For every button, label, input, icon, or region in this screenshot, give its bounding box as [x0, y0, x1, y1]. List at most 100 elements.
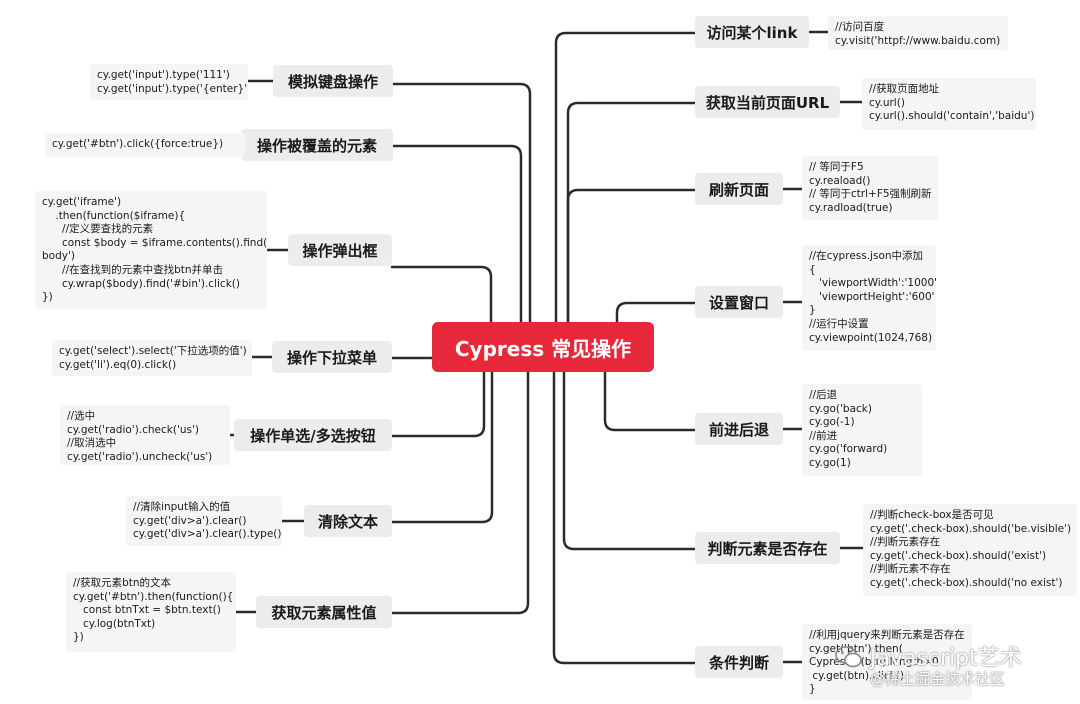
left-branch-1[interactable]: 模拟键盘操作 — [273, 65, 393, 97]
left-branch-2[interactable]: 操作被覆盖的元素 — [241, 129, 393, 161]
right-note-6-line-2: cy.get('.check-box).should('be.visible') — [870, 522, 1072, 535]
watermark-title: Javascript艺术 — [870, 646, 1022, 671]
right-note-4: //在cypress.json中添加{ 'viewportWidth':'100… — [802, 245, 936, 351]
right-note-5-line-6: cy.go(1) — [809, 456, 851, 469]
right-branch-2[interactable]: 获取当前页面URL — [695, 86, 840, 118]
left-branch-3[interactable]: 操作弹出框 — [288, 234, 392, 266]
right-note-7-line-4: cy.get(btn).click() — [809, 669, 905, 682]
left-note-7-line-5: }) — [73, 631, 84, 644]
right-note-2-line-1: //获取页面地址 — [869, 83, 940, 95]
right-note-7-line-3: Cypress.$(btn).length>0 — [809, 656, 939, 669]
right-note-5-line-1: //后退 — [809, 389, 838, 401]
left-note-7-line-4: cy.log(btnTxt) — [73, 617, 156, 630]
left-note-5-line-3: //取消选中 — [67, 437, 117, 450]
left-note-7-line-3: const btnTxt = $btn.text() — [73, 604, 221, 617]
right-note-1-line-2: cy.visit('httpf://www.baidu.com) — [835, 34, 1001, 47]
watermark: Javascript艺术 @稀土掘金技术社区 — [832, 636, 1072, 696]
right-note-4-line-5: } — [809, 304, 816, 317]
right-branch-4[interactable]: 设置窗口 — [695, 286, 783, 318]
right-note-5-line-2: cy.go('back) — [809, 402, 872, 415]
right-note-4-line-4: 'viewportHeight':'600' — [809, 290, 935, 303]
right-note-4-line-7: cy.viewpoint(1024,768) — [809, 331, 933, 344]
left-note-6-line-2: cy.get('div>a').clear() — [133, 514, 247, 527]
right-connector-5 — [603, 345, 697, 432]
right-note-6-line-1: //判断check-box是否可见 — [870, 509, 994, 521]
central-topic[interactable]: Cypress 常见操作 — [432, 322, 654, 372]
right-note-7-line-1: //利用jquery来判断元素是否存在 — [809, 629, 965, 641]
watermark-subtitle: @稀土掘金技术社区 — [870, 670, 1006, 688]
left-note-4-line-2: cy.get('li').eq(0).click() — [59, 358, 177, 371]
left-connector-7 — [390, 345, 530, 615]
right-note-4-line-1: //在cypress.json中添加 — [809, 250, 924, 262]
right-branch-5[interactable]: 前进后退 — [695, 413, 783, 445]
left-note-3-line-1: cy.get('iframe') — [42, 196, 122, 208]
left-note-5-line-1: //选中 — [67, 410, 96, 422]
left-branch-6[interactable]: 清除文本 — [304, 505, 392, 537]
left-note-3-line-2: .then(function($iframe){ — [42, 209, 186, 222]
left-note-1-line-1: cy.get('input').type('111') — [97, 69, 230, 81]
left-note-3-line-5: body') — [42, 250, 75, 263]
right-branch-6[interactable]: 判断元素是否存在 — [695, 532, 840, 564]
right-note-4-line-3: 'viewportWidth':'1000', — [809, 277, 936, 290]
right-connector-3 — [566, 188, 697, 349]
right-connector-1 — [554, 31, 697, 349]
left-note-2-line-1: cy.get('#btn').click({force:true}) — [52, 138, 224, 150]
left-note-1: cy.get('input').type('111')cy.get('input… — [90, 64, 248, 100]
left-connector-5 — [390, 345, 486, 438]
left-connector-2 — [391, 144, 523, 349]
right-note-7-line-5: } — [809, 683, 816, 696]
left-branch-5[interactable]: 操作单选/多选按钮 — [234, 419, 392, 451]
right-branch-1[interactable]: 访问某个link — [695, 16, 809, 48]
left-connector-6 — [390, 345, 494, 524]
left-note-4: cy.get('select').select('下拉选项的值')cy.get(… — [52, 340, 252, 376]
right-connector-7 — [552, 345, 697, 665]
left-note-7-line-2: cy.get('#btn').then(function(){ — [73, 590, 234, 603]
right-note-5-line-5: cy.go('forward) — [809, 443, 888, 456]
left-note-3: cy.get('iframe') .then(function($iframe)… — [35, 191, 267, 309]
left-note-5-line-4: cy.get('radio').uncheck('us') — [67, 450, 213, 463]
right-note-1-line-1: //访问百度 — [835, 21, 885, 33]
left-note-6-line-3: cy.get('div>a').clear().type() — [133, 528, 282, 541]
right-note-7-line-2: cy.get('btn').then( — [809, 642, 903, 655]
left-note-1-line-2: cy.get('input').type('{enter}') — [97, 82, 248, 95]
right-note-6-line-6: cy.get('.check-box).should('no exist') — [870, 576, 1063, 589]
left-branch-4[interactable]: 操作下拉菜单 — [272, 341, 392, 373]
right-connector-2 — [566, 101, 697, 349]
right-note-5-line-3: cy.go(-1) — [809, 416, 855, 429]
left-connector-1 — [391, 82, 532, 349]
left-connector-3 — [390, 265, 493, 349]
wechat-icon — [835, 646, 862, 668]
left-note-3-line-8: }) — [42, 291, 53, 304]
right-note-3-line-2: cy.reaload() — [809, 174, 871, 187]
left-note-3-line-7: cy.wrap($body).find('#bin').click() — [42, 277, 240, 290]
left-branch-7[interactable]: 获取元素属性值 — [256, 596, 392, 628]
right-note-3-line-1: // 等同于F5 — [809, 161, 864, 173]
left-note-5-line-2: cy.get('radio').check('us') — [67, 423, 199, 436]
left-note-6-line-1: //清除input输入的值 — [133, 501, 231, 513]
right-note-6-line-5: //判断元素不存在 — [870, 563, 951, 576]
right-branch-7[interactable]: 条件判断 — [695, 646, 783, 678]
left-note-3-line-3: //定义要查找的元素 — [42, 223, 154, 236]
right-note-5-line-4: //前进 — [809, 429, 838, 442]
right-note-4-line-6: //运行中设置 — [809, 317, 869, 330]
right-note-2-line-2: cy.url() — [869, 96, 905, 109]
right-note-3-line-4: cy.radload(true) — [809, 201, 893, 214]
right-connector-4 — [615, 301, 697, 349]
left-note-7-line-1: //获取元素btn的文本 — [73, 577, 172, 589]
left-note-4-line-1: cy.get('select').select('下拉选项的值') — [59, 345, 247, 357]
right-note-6-line-4: cy.get('.check-box).should('exist') — [870, 549, 1047, 562]
right-note-6-line-3: //判断元素存在 — [870, 536, 941, 549]
right-connector-6 — [562, 345, 697, 551]
right-branch-3[interactable]: 刷新页面 — [695, 173, 783, 205]
left-note-3-line-6: //在查找到的元素中查找btn并单击 — [42, 263, 224, 276]
right-note-2-line-3: cy.url().should('contain','baidu') — [869, 110, 1035, 123]
